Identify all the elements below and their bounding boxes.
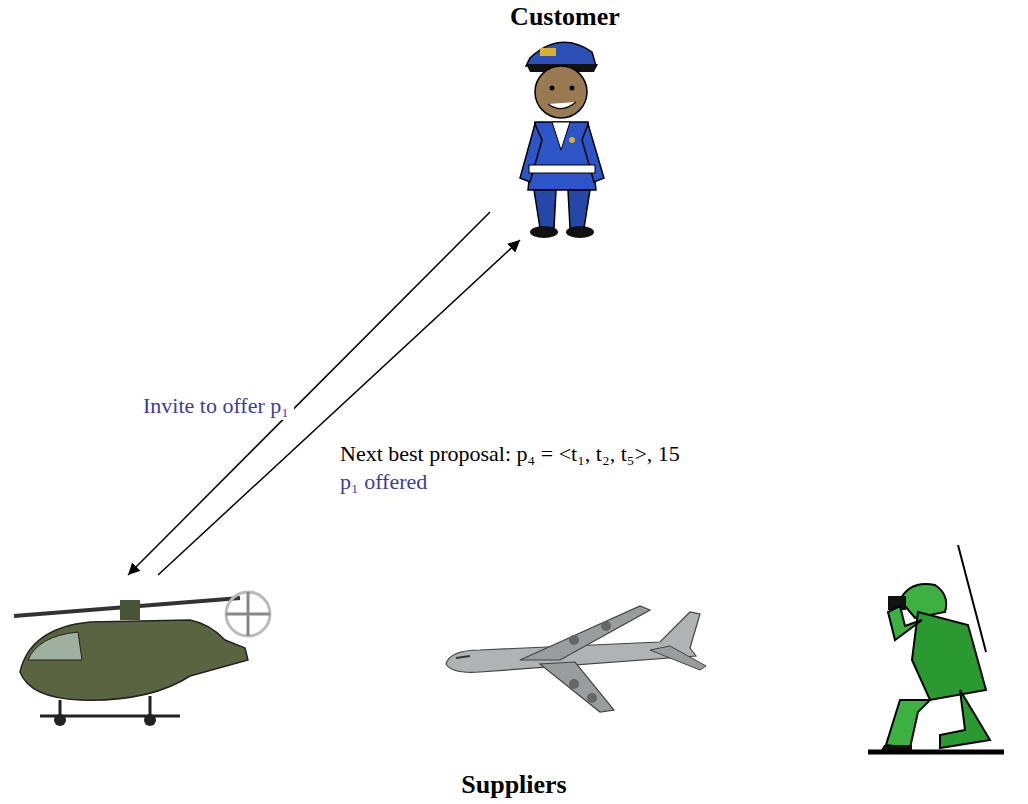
transport-plane-figure	[446, 606, 706, 712]
soldier-figure	[868, 545, 1004, 752]
officer-figure	[520, 42, 604, 238]
group-heading: Suppliers	[0, 770, 1028, 800]
message-label: Next best proposal: p₄ = <t₁, t₂, t₅>, 1…	[338, 440, 682, 468]
helicopter-figure	[14, 592, 270, 726]
figure-group: Customer	[490, 0, 640, 240]
group-heading: Customer	[490, 2, 640, 32]
message-arrow	[128, 212, 490, 575]
message-note: p₁ offered	[338, 468, 429, 496]
figure-group: Suppliers	[0, 575, 1028, 804]
message-label: Invite to offer p₁	[138, 392, 294, 420]
